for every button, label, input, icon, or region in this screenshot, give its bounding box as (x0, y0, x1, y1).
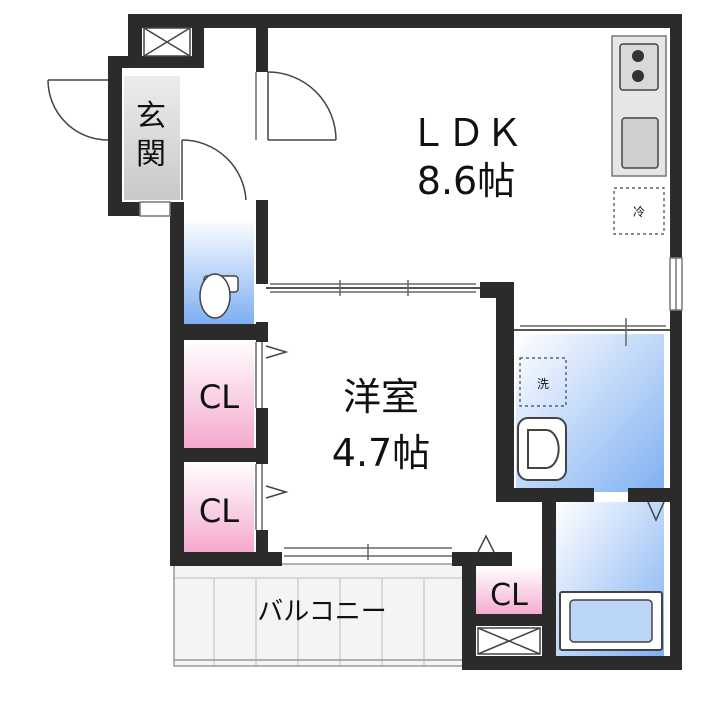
western-room-name: 洋室 (343, 375, 419, 419)
sink-icon (621, 117, 659, 169)
balcony-label: バルコニー (257, 597, 386, 627)
thin-partitions (266, 287, 670, 331)
western-room-size: 4.7帖 (332, 431, 430, 475)
closet-1-label: CL (199, 378, 239, 416)
washbasin-icon (517, 417, 567, 481)
washer-label: 洗 (537, 377, 549, 391)
balcony-floor (174, 564, 464, 666)
shaft-top-left (143, 27, 191, 57)
toilet-icon (199, 273, 239, 319)
closet-1-floor (184, 340, 254, 448)
walls (108, 14, 682, 670)
entrance-label-top: 玄 (136, 99, 166, 134)
ldk-room-name: ＬＤＫ (409, 111, 523, 155)
shaft-bottom (477, 627, 541, 655)
refrigerator-space (613, 187, 665, 235)
refrigerator-label: 冷 (633, 205, 645, 219)
washer-space (519, 357, 567, 407)
closet-2-floor (184, 462, 254, 552)
sliding-doors (255, 72, 666, 560)
entrance-floor (124, 76, 180, 200)
windows (139, 201, 683, 311)
entrance-label-bottom: 関 (136, 137, 166, 172)
western-room-floor (266, 292, 496, 554)
bathtub-icon (559, 591, 663, 651)
balcony-tiles (174, 577, 464, 666)
closet-3-floor (474, 566, 544, 616)
closet-2-label: CL (199, 492, 239, 530)
stove-icon (619, 43, 659, 91)
closet-3-label: CL (490, 578, 528, 613)
ldk-room-size: 8.6帖 (417, 159, 515, 203)
ldk-floor (266, 28, 670, 290)
doors (47, 71, 665, 553)
